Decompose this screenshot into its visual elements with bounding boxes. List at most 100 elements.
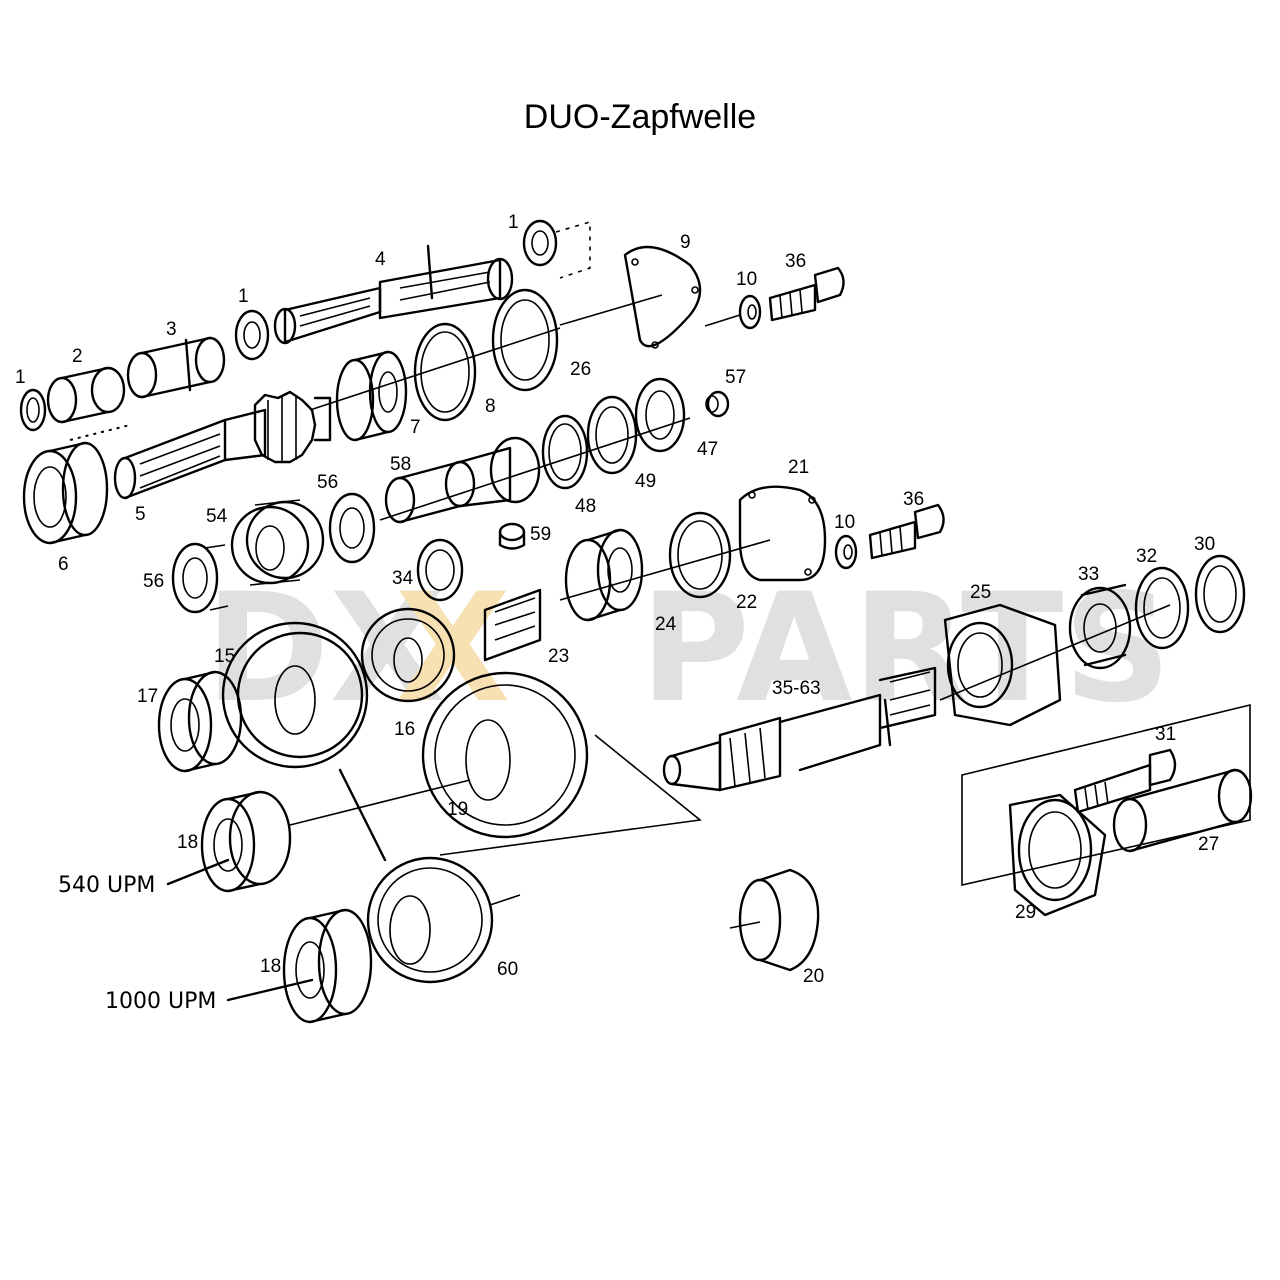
dashed-axis xyxy=(69,424,131,441)
label-15: 15 xyxy=(214,646,235,667)
part-56-bearing-right xyxy=(328,492,376,564)
part-31-bolt xyxy=(1073,748,1177,814)
part-49-ring xyxy=(586,395,638,475)
part-29-flange xyxy=(1008,793,1107,917)
part-3-bushing xyxy=(126,336,226,399)
label-24: 24 xyxy=(655,614,677,635)
part-56-bearing-left xyxy=(171,542,229,614)
label-8: 8 xyxy=(485,396,496,417)
label-22: 22 xyxy=(736,592,757,613)
part-1-snap-ring-mid xyxy=(234,309,270,361)
label-56-top: 56 xyxy=(317,472,338,493)
label-29: 29 xyxy=(1015,902,1036,923)
part-9-cover xyxy=(559,245,702,349)
axis-line-top xyxy=(309,327,561,411)
label-56-left: 56 xyxy=(143,571,164,592)
part-16-gear xyxy=(360,607,456,703)
diagram-title: DUO-Zapfwelle xyxy=(523,98,757,136)
part-1-snap-ring-left xyxy=(19,388,47,432)
part-5-input-shaft xyxy=(113,408,267,500)
label-10-top: 10 xyxy=(736,269,757,290)
part-1-snap-ring-top xyxy=(522,219,591,279)
part-35-63-output-shaft xyxy=(662,666,937,792)
label-1-top: 1 xyxy=(508,212,519,233)
part-25-housing xyxy=(939,603,1171,727)
label-59: 59 xyxy=(530,524,551,545)
part-6-bearing xyxy=(22,441,109,545)
speed-labels: 540 UPM 1000 UPM xyxy=(58,858,314,1014)
part-48-ring xyxy=(541,414,589,490)
part-32-ring xyxy=(1134,566,1190,650)
label-21: 21 xyxy=(788,457,809,478)
label-9: 9 xyxy=(680,232,691,253)
part-15-gear xyxy=(221,621,369,769)
watermark: DX X PARTS xyxy=(205,562,1171,736)
label-58: 58 xyxy=(390,454,411,475)
label-33: 33 xyxy=(1078,564,1099,585)
part-57-plug xyxy=(705,390,730,418)
part-17-bearing xyxy=(157,670,243,773)
label-16: 16 xyxy=(394,719,415,740)
part-18-bearing-bottom xyxy=(282,908,373,1024)
label-32: 32 xyxy=(1136,546,1157,567)
label-36-top: 36 xyxy=(785,251,806,272)
part-58-sleeve xyxy=(384,436,541,524)
part-27-sleeve xyxy=(1112,768,1253,853)
label-26: 26 xyxy=(570,359,591,380)
connector-line xyxy=(338,768,387,862)
part-8-ring xyxy=(413,322,477,422)
label-25: 25 xyxy=(970,582,991,603)
part-23-shaft xyxy=(483,588,542,662)
label-19: 19 xyxy=(447,799,468,820)
part-19-gear xyxy=(421,671,702,856)
label-30: 30 xyxy=(1194,534,1215,555)
label-2: 2 xyxy=(72,346,83,367)
label-49: 49 xyxy=(635,471,656,492)
label-35-63: 35-63 xyxy=(772,678,821,699)
part-60-gear xyxy=(366,856,521,984)
speed-540-label: 540 UPM xyxy=(58,873,155,898)
label-34: 34 xyxy=(392,568,414,589)
group-frame xyxy=(961,703,1251,887)
part-59-plug xyxy=(498,522,526,550)
label-48: 48 xyxy=(575,496,596,517)
label-1-left: 1 xyxy=(15,367,26,388)
watermark-right: PARTS xyxy=(640,562,1171,736)
part-10-washer-top xyxy=(704,294,762,330)
label-60: 60 xyxy=(497,959,518,980)
part-47-circlip xyxy=(634,377,686,453)
label-17: 17 xyxy=(137,686,158,707)
label-23: 23 xyxy=(548,646,569,667)
label-57: 57 xyxy=(725,367,746,388)
label-18-bottom: 18 xyxy=(260,956,281,977)
label-5: 5 xyxy=(135,504,146,525)
part-20-cap xyxy=(729,868,820,972)
watermark-left: DX xyxy=(205,562,445,736)
label-54: 54 xyxy=(206,506,228,527)
label-4: 4 xyxy=(375,249,386,270)
part-22-ring xyxy=(668,511,732,599)
part-26-seal xyxy=(491,288,559,392)
speed-1000-label: 1000 UPM xyxy=(105,989,216,1014)
label-6: 6 xyxy=(58,554,69,575)
part-18-bearing-top xyxy=(200,779,471,893)
part-36-bolt-mid xyxy=(868,503,945,560)
axis-line-second xyxy=(379,417,691,521)
part-4-splined-shaft xyxy=(273,244,514,345)
part-30-seal xyxy=(1194,554,1246,634)
part-24-bearing xyxy=(564,528,644,622)
label-31: 31 xyxy=(1155,724,1176,745)
part-7-bearing xyxy=(335,350,408,442)
label-10-mid: 10 xyxy=(834,512,855,533)
part-5-pinion-gear xyxy=(253,390,332,464)
part-10-washer-mid xyxy=(834,534,858,570)
label-47: 47 xyxy=(697,439,718,460)
label-1-mid: 1 xyxy=(238,286,249,307)
label-3: 3 xyxy=(166,319,177,340)
part-36-bolt-top xyxy=(768,266,845,322)
part-21-cover xyxy=(559,485,827,601)
part-34-ring xyxy=(416,538,464,602)
part-labels: 1 2 3 1 4 1 9 10 36 26 8 7 6 5 57 47 49 … xyxy=(15,212,1219,987)
